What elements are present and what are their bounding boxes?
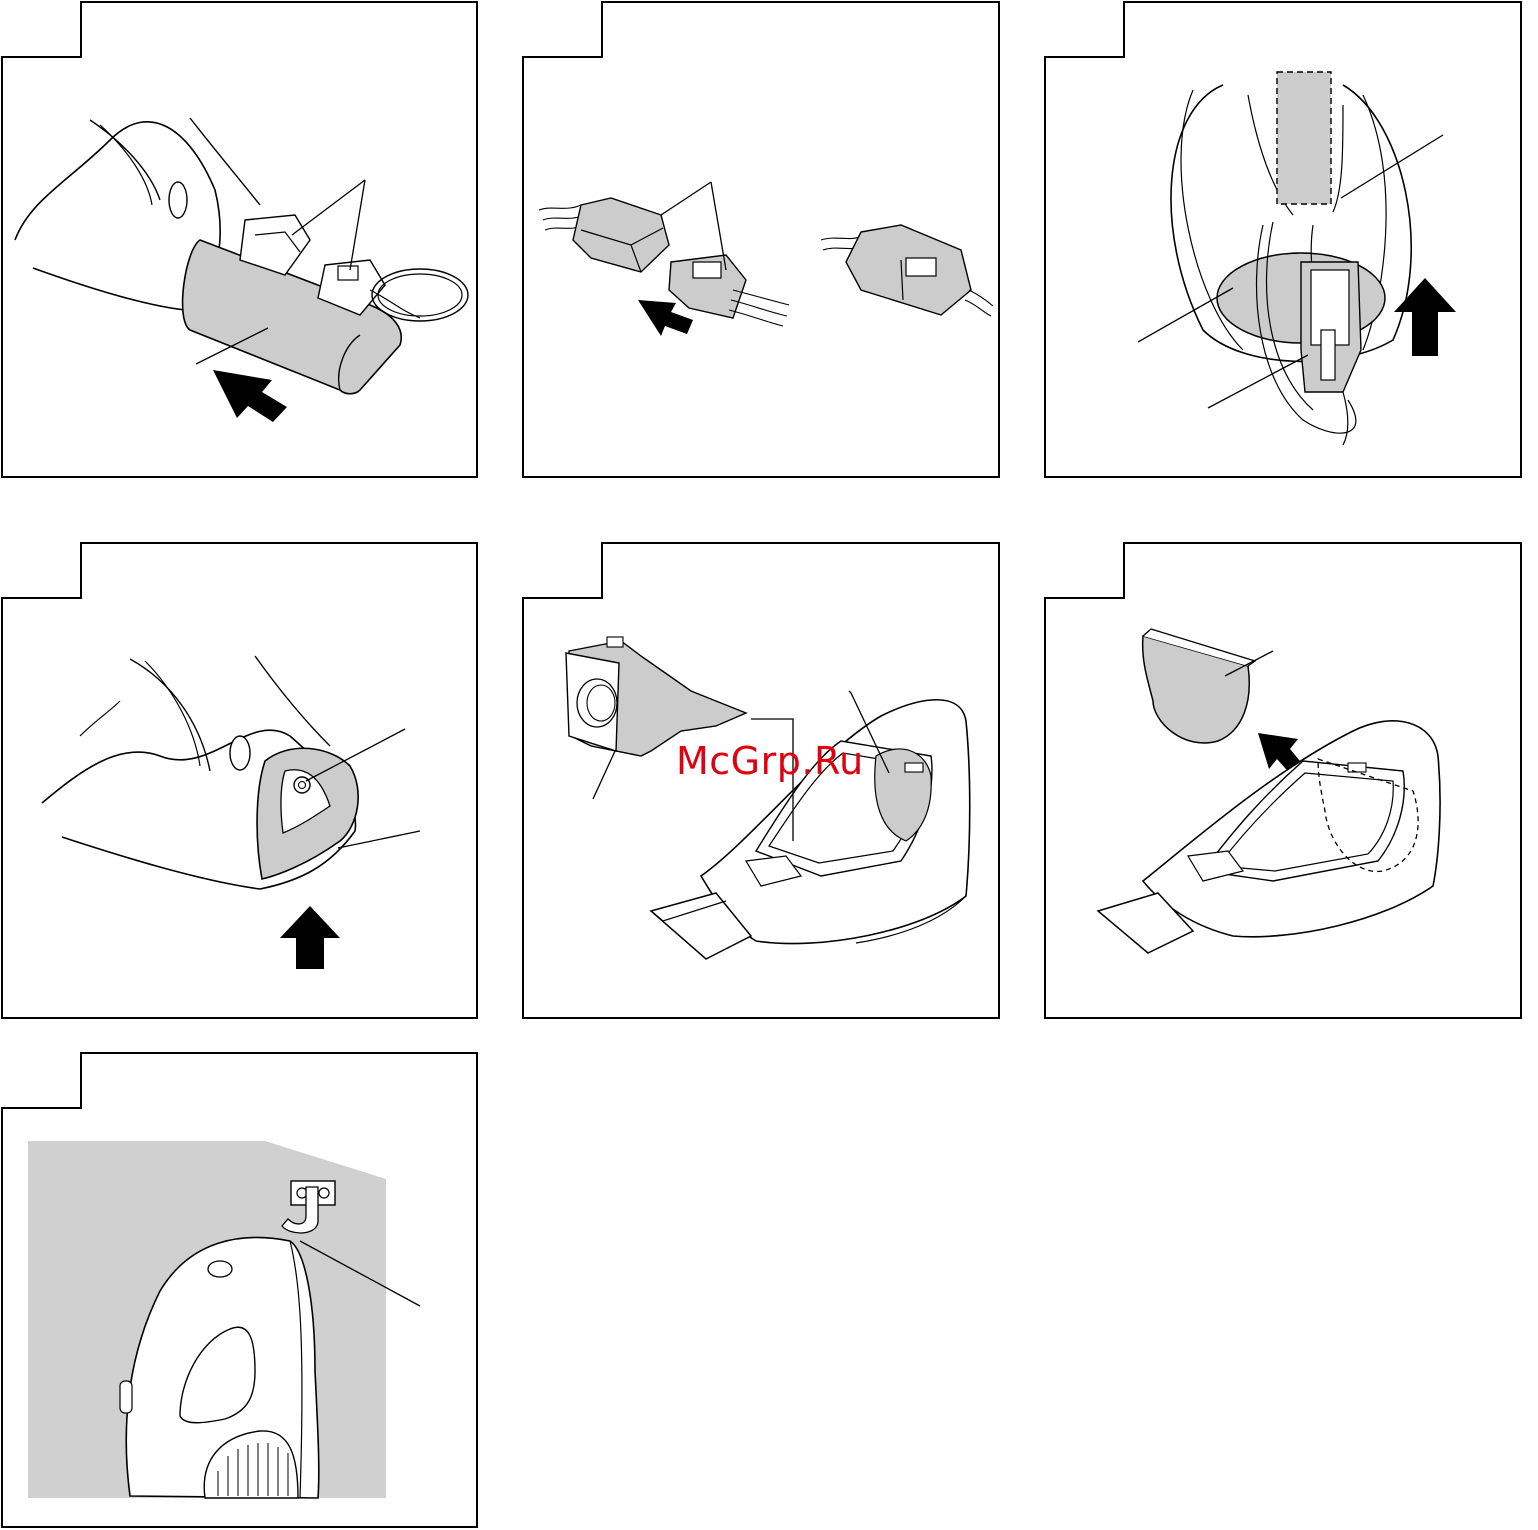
connector-male [573, 198, 669, 272]
arrow-up-icon [280, 906, 340, 969]
figure-panel-6 [1043, 541, 1523, 1021]
figure-panel-2 [521, 0, 1001, 480]
compartment-lid [1143, 636, 1250, 743]
figure-panel-3 [1043, 0, 1523, 480]
figure-panel-7 [0, 1051, 480, 1530]
watermark-text: McGrp.Ru [676, 742, 864, 780]
figure-panel-4 [0, 541, 480, 1021]
wire-coil [372, 269, 468, 321]
arrow-icon [213, 370, 287, 422]
figure-panel-1 [0, 0, 480, 480]
arrow-icon [638, 300, 693, 336]
connector-stowed-dashed [1277, 72, 1331, 204]
